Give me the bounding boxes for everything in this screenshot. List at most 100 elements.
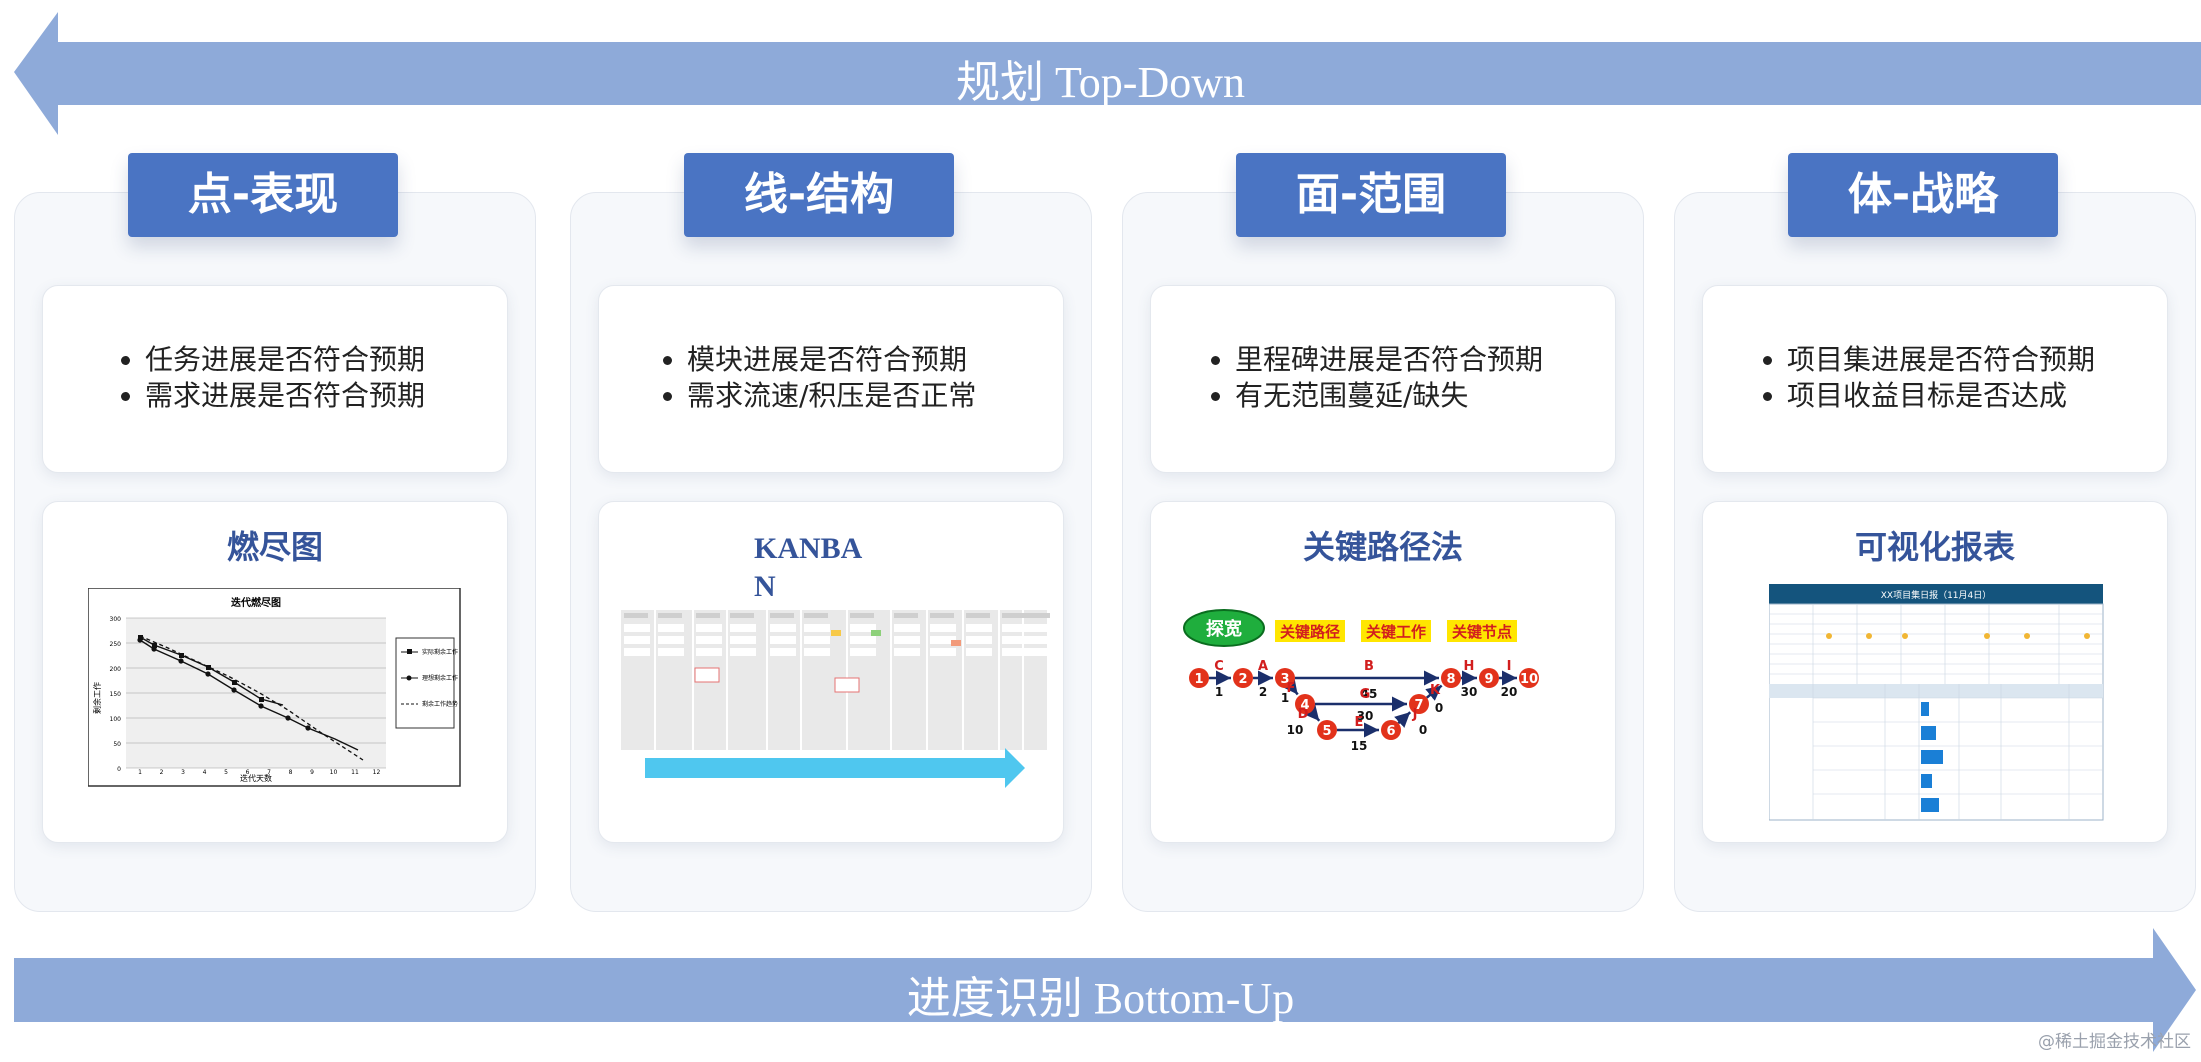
kanban-card <box>658 648 684 656</box>
y-tick-label: 150 <box>110 691 122 698</box>
burndown-xlabel: 迭代天数 <box>240 773 272 783</box>
bullet-item: 项目集进展是否符合预期 <box>1787 342 2167 378</box>
kanban-card <box>804 648 830 656</box>
kanban-card <box>1002 624 1028 632</box>
x-tick-label: 11 <box>351 769 359 776</box>
report-table: XX项目集日报（11月4日） <box>1769 584 2104 821</box>
kanban-card <box>696 648 722 656</box>
cpm-edge-name: B <box>1364 659 1374 674</box>
x-tick-label: 7 <box>267 769 271 776</box>
y-tick-label: 100 <box>110 716 122 723</box>
kanban-card <box>624 648 650 656</box>
cpm-node-label: 5 <box>1322 724 1331 739</box>
tag-surface-scope: 面-范围 <box>1236 153 1506 237</box>
cpm-edge-name: I <box>1507 659 1512 674</box>
cpm-edge <box>1282 678 1299 696</box>
viz-card-report: 可视化报表 XX项目集日报（11月4日） <box>1702 501 2168 843</box>
kanban-card <box>930 648 956 656</box>
cpm-edge <box>1425 684 1443 701</box>
kanban-card <box>930 624 956 632</box>
kanban-card <box>850 636 876 644</box>
kanban-card <box>1026 624 1051 632</box>
bottom-up-label: 进度识别 Bottom-Up <box>906 974 1295 1023</box>
cpm-edge-name: E <box>1355 715 1364 730</box>
kanban-card <box>730 648 756 656</box>
bottom-up-arrow <box>14 928 2196 1052</box>
report-bar <box>1921 750 1943 764</box>
cpm-label-work: 关键工作 <box>1366 623 1426 641</box>
cpm-edge-weight: 0 <box>1419 723 1427 737</box>
cpm-edge-weight: 45 <box>1361 687 1378 701</box>
report-bar <box>1921 726 1936 740</box>
kanban-card <box>930 636 956 644</box>
report-bar <box>1921 774 1932 788</box>
cpm-edge <box>1394 711 1412 728</box>
cpm-edge-weight: 15 <box>1351 739 1368 753</box>
status-dot <box>1902 633 1908 639</box>
report-bar <box>1921 798 1939 812</box>
legend-trend: 剩余工作趋势 <box>422 700 458 708</box>
legend-ideal: 理想剩余工作 <box>422 674 458 682</box>
bullet-card: 模块进展是否符合预期 需求流速/积压是否正常 <box>598 285 1064 473</box>
bullet-item: 项目收益目标是否达成 <box>1787 378 2167 414</box>
x-tick-label: 10 <box>330 769 338 776</box>
cpm-node-label: 8 <box>1446 672 1455 687</box>
kanban-card <box>696 624 722 632</box>
x-tick-label: 12 <box>373 769 381 776</box>
kanban-card <box>966 636 992 644</box>
cpm-badge: 探宽 <box>1206 618 1242 640</box>
status-dot <box>2084 633 2090 639</box>
kanban-card <box>966 648 992 656</box>
bullet-card: 任务进展是否符合预期 需求进展是否符合预期 <box>42 285 508 473</box>
cpm-node-label: 4 <box>1300 698 1309 713</box>
cpm-edge-weight: 0 <box>1435 701 1443 715</box>
kanban-card <box>1002 636 1028 644</box>
legend-actual: 实际剩余工作 <box>422 648 458 656</box>
x-tick-label: 3 <box>181 769 185 776</box>
kanban-card <box>804 624 830 632</box>
y-tick-label: 300 <box>110 616 122 623</box>
cpm-node-label: 9 <box>1484 672 1493 687</box>
kanban-card <box>770 636 796 644</box>
credit-watermark: @稀土掘金技术社区 <box>2038 1032 2191 1052</box>
kanban-card <box>1002 648 1028 656</box>
cpm-edge-name: K <box>1430 683 1441 698</box>
status-dot <box>1866 633 1872 639</box>
kanban-card <box>624 624 650 632</box>
y-tick-label: 200 <box>110 666 122 673</box>
x-tick-label: 6 <box>246 769 250 776</box>
bullet-item: 里程碑进展是否符合预期 <box>1235 342 1615 378</box>
cpm-node <box>1317 720 1337 740</box>
cpm-edge-weight: 10 <box>1287 723 1304 737</box>
cpm-edge-weight: 30 <box>1461 685 1478 699</box>
cpm-node <box>1479 668 1499 688</box>
cpm-edge-weight: 2 <box>1259 685 1267 699</box>
kanban-card <box>850 648 876 656</box>
cpm-node-label: 7 <box>1414 698 1423 713</box>
cpm-node-label: 1 <box>1194 672 1203 687</box>
report-bar <box>1921 702 1929 716</box>
bullet-card: 里程碑进展是否符合预期 有无范围蔓延/缺失 <box>1150 285 1616 473</box>
column-point-performance: 点-表现 任务进展是否符合预期 需求进展是否符合预期 燃尽图 迭代燃尽图 300… <box>14 153 536 912</box>
status-dot <box>1826 633 1832 639</box>
x-tick-label: 8 <box>289 769 293 776</box>
x-tick-label: 2 <box>160 769 164 776</box>
bullet-item: 有无范围蔓延/缺失 <box>1235 378 1615 414</box>
kanban-card <box>770 648 796 656</box>
cpm-edge-name: H <box>1464 659 1475 674</box>
bullet-item: 需求进展是否符合预期 <box>145 378 507 414</box>
status-dot <box>1984 633 1990 639</box>
tag-point-performance: 点-表现 <box>128 153 398 237</box>
cpm-node-label: 10 <box>1520 672 1538 687</box>
kanban-card <box>1026 648 1051 656</box>
kanban-card <box>894 624 920 632</box>
cpm-node <box>1189 668 1209 688</box>
cpm-node <box>1519 668 1539 688</box>
kanban-card <box>804 636 830 644</box>
x-tick-label: 5 <box>224 769 228 776</box>
top-down-arrow <box>14 12 2201 135</box>
